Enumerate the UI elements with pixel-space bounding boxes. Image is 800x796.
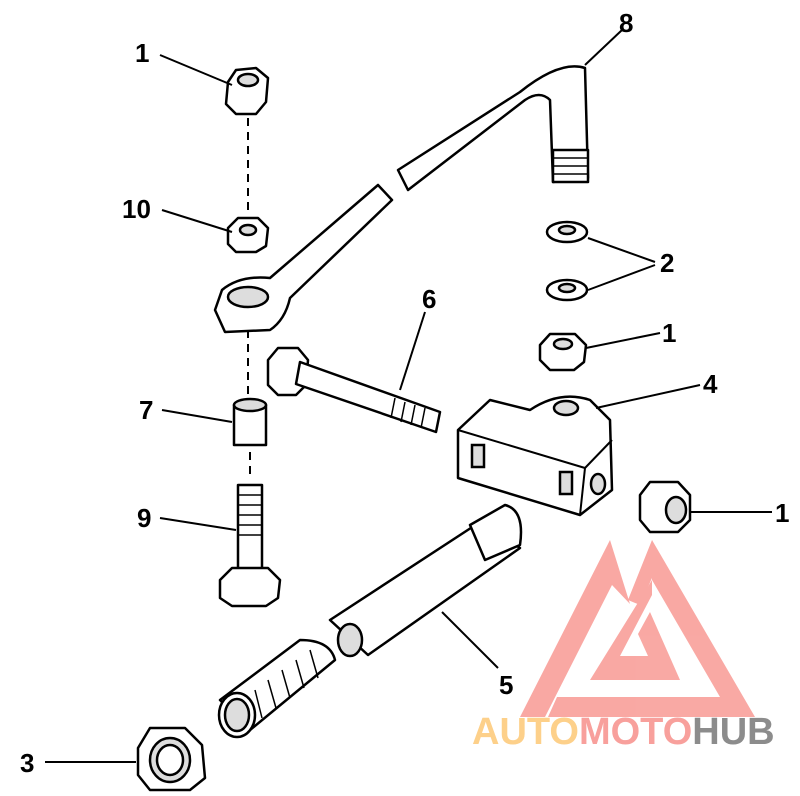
bracket (456, 395, 614, 517)
callout-label: 10 (122, 194, 151, 224)
watermark-auto: AUTO (472, 711, 579, 753)
leader-lines (45, 29, 772, 763)
nut-right-upper (538, 332, 588, 372)
watermark-hub: HUB (692, 711, 774, 753)
watermark-logo (520, 540, 755, 717)
spacer (232, 397, 268, 447)
nut-right-lower (638, 480, 692, 534)
callout-label: 4 (703, 369, 718, 399)
callout-label: 1 (662, 318, 676, 348)
bolt-short (218, 483, 282, 608)
callout-label: 3 (20, 748, 34, 778)
watermark-moto: MOTO (579, 711, 692, 753)
nut-top (224, 66, 270, 116)
callout-label: 1 (135, 38, 149, 68)
callout-label: 6 (422, 284, 436, 314)
washers-pair (545, 220, 589, 302)
watermark-text: AUTOMOTOHUB (472, 711, 775, 753)
callout-label: 5 (499, 670, 513, 700)
callout-label: 1 (775, 498, 789, 528)
callout-label: 2 (660, 248, 674, 278)
bolt-long (266, 346, 442, 434)
callout-label: 7 (139, 395, 153, 425)
tube (217, 503, 523, 739)
washer-upper (226, 216, 270, 254)
callout-label: 8 (619, 8, 633, 38)
jam-nut (136, 726, 207, 792)
tie-rod (213, 65, 590, 334)
callout-label: 9 (137, 503, 151, 533)
